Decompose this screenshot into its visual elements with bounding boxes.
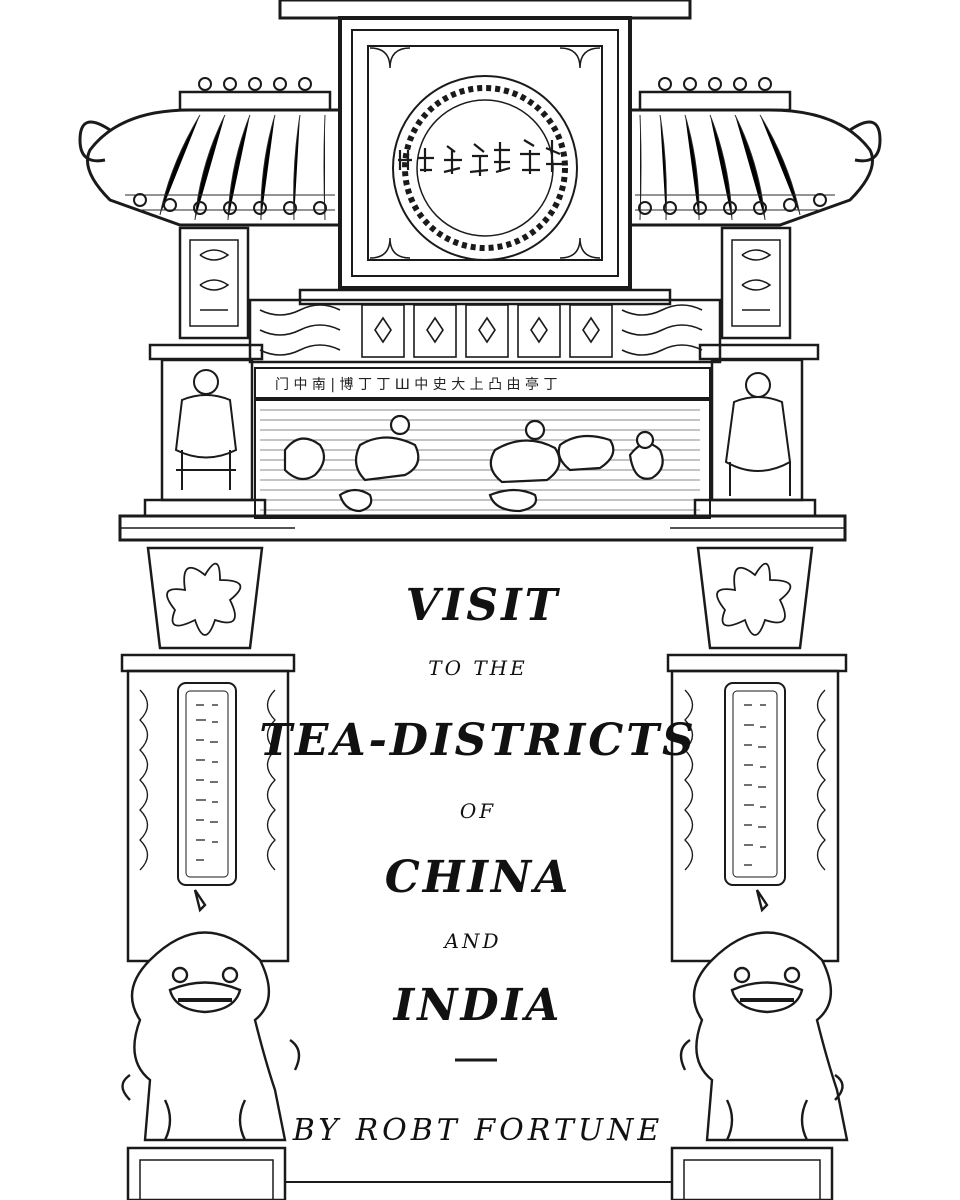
title-line-tea-districts: TEA-DISTRICTS	[259, 715, 697, 766]
seated-figure-icon	[160, 358, 804, 502]
chinese-characters-icon	[398, 139, 562, 176]
title-line-to-the: TO THE	[428, 656, 527, 680]
pagoda-roof-icon	[78, 77, 882, 227]
left-pillar	[120, 546, 296, 963]
title-line-and: AND	[443, 929, 502, 953]
right-pillar	[666, 546, 848, 963]
svg-text:门 中 南 | 博 丁 丁 Ш 中 史 大 上 凸 由 亭: 门 中 南 | 博 丁 丁 Ш 中 史 大 上 凸 由 亭 丁	[275, 376, 557, 393]
title-line-china: CHINA	[385, 852, 572, 903]
guardian-lion-icon	[121, 889, 849, 1200]
frieze-band: 门 中 南 | 博 丁 丁 Ш 中 史 大 上 凸 由 亭 丁	[148, 343, 820, 519]
main-crossbeam	[118, 498, 847, 542]
round-inscription-plaque	[392, 75, 578, 261]
inscribed-plaque-icon	[178, 226, 792, 340]
upper-beam	[248, 288, 722, 364]
author-line: BY ROBT FORTUNE	[292, 1113, 664, 1148]
horse-riders-icon	[283, 414, 664, 513]
title-line-india: INDIA	[392, 980, 563, 1031]
title-line-of: OF	[460, 799, 496, 823]
title-line-visit: VISIT	[406, 580, 561, 631]
title-block: VISIT TO THE TEA-DISTRICTS OF CHINA AND …	[259, 580, 697, 1148]
